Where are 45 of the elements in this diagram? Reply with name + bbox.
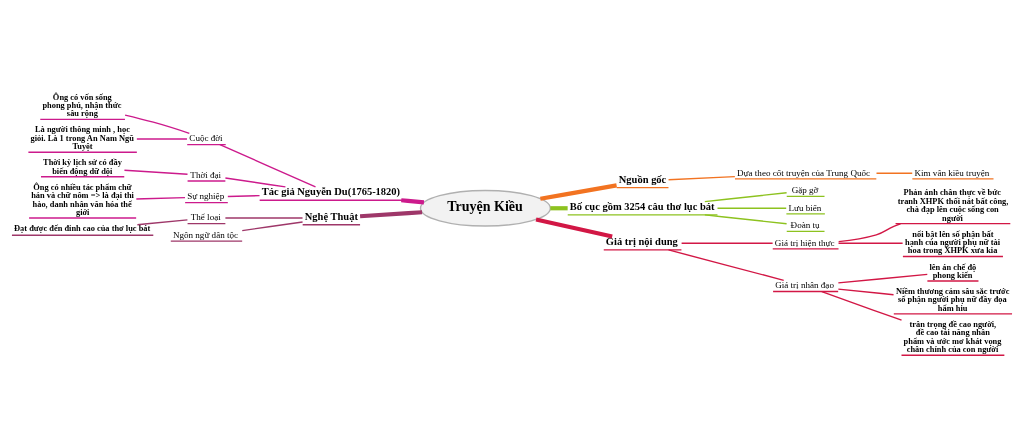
connector [837, 222, 902, 242]
connector [821, 290, 903, 321]
connector [224, 216, 304, 219]
connector [124, 113, 191, 134]
connector [241, 220, 304, 231]
node-text: Sự nghiệp [187, 190, 225, 201]
connector [667, 175, 736, 180]
connector [704, 191, 788, 202]
connector [550, 205, 568, 210]
connector [837, 287, 895, 295]
connector [716, 207, 787, 209]
node-text: Tác giả Nguyễn Du(1765-1820) [261, 185, 401, 197]
connector [224, 176, 287, 188]
connector [219, 143, 317, 188]
node-text: Dựa theo cốt truyện của Trung Quốc [737, 167, 871, 178]
node-text: Nguồn gốc [618, 173, 667, 185]
connector [227, 194, 261, 197]
connector [123, 169, 189, 175]
node-text: Cuộc đời [189, 132, 223, 143]
node-text: Giá trị nhân đạo [775, 279, 834, 290]
node-text: Giá trị nội dung [605, 235, 678, 247]
connector [359, 209, 423, 218]
connector [875, 172, 913, 174]
connector [136, 137, 188, 140]
node-text: Đoàn tụ [790, 219, 820, 230]
connector [535, 216, 613, 239]
node-text: Ngôn ngữ dân tộc [172, 229, 239, 240]
connector [135, 196, 186, 200]
node-text: Gặp gỡ [791, 184, 819, 195]
node-text: Thể loại [190, 211, 221, 222]
connector [667, 248, 785, 281]
node-text: Kim vân kiều truyện [914, 167, 990, 178]
node-text: Giá trị hiện thực [774, 237, 835, 248]
connector [837, 242, 904, 244]
node-ellipse: Truyện Kiều [419, 189, 552, 227]
connector [401, 197, 425, 204]
node-text: Thời đại [190, 169, 222, 180]
node-text: Nghệ Thuật [304, 210, 358, 222]
connector [837, 273, 928, 284]
node-text: Lưu biến [788, 202, 822, 213]
connector [136, 218, 189, 225]
connector [704, 213, 788, 224]
connector [540, 182, 617, 201]
node-text: Bố cục gồm 3254 câu thơ lục bát [569, 200, 715, 212]
connector [680, 242, 774, 244]
